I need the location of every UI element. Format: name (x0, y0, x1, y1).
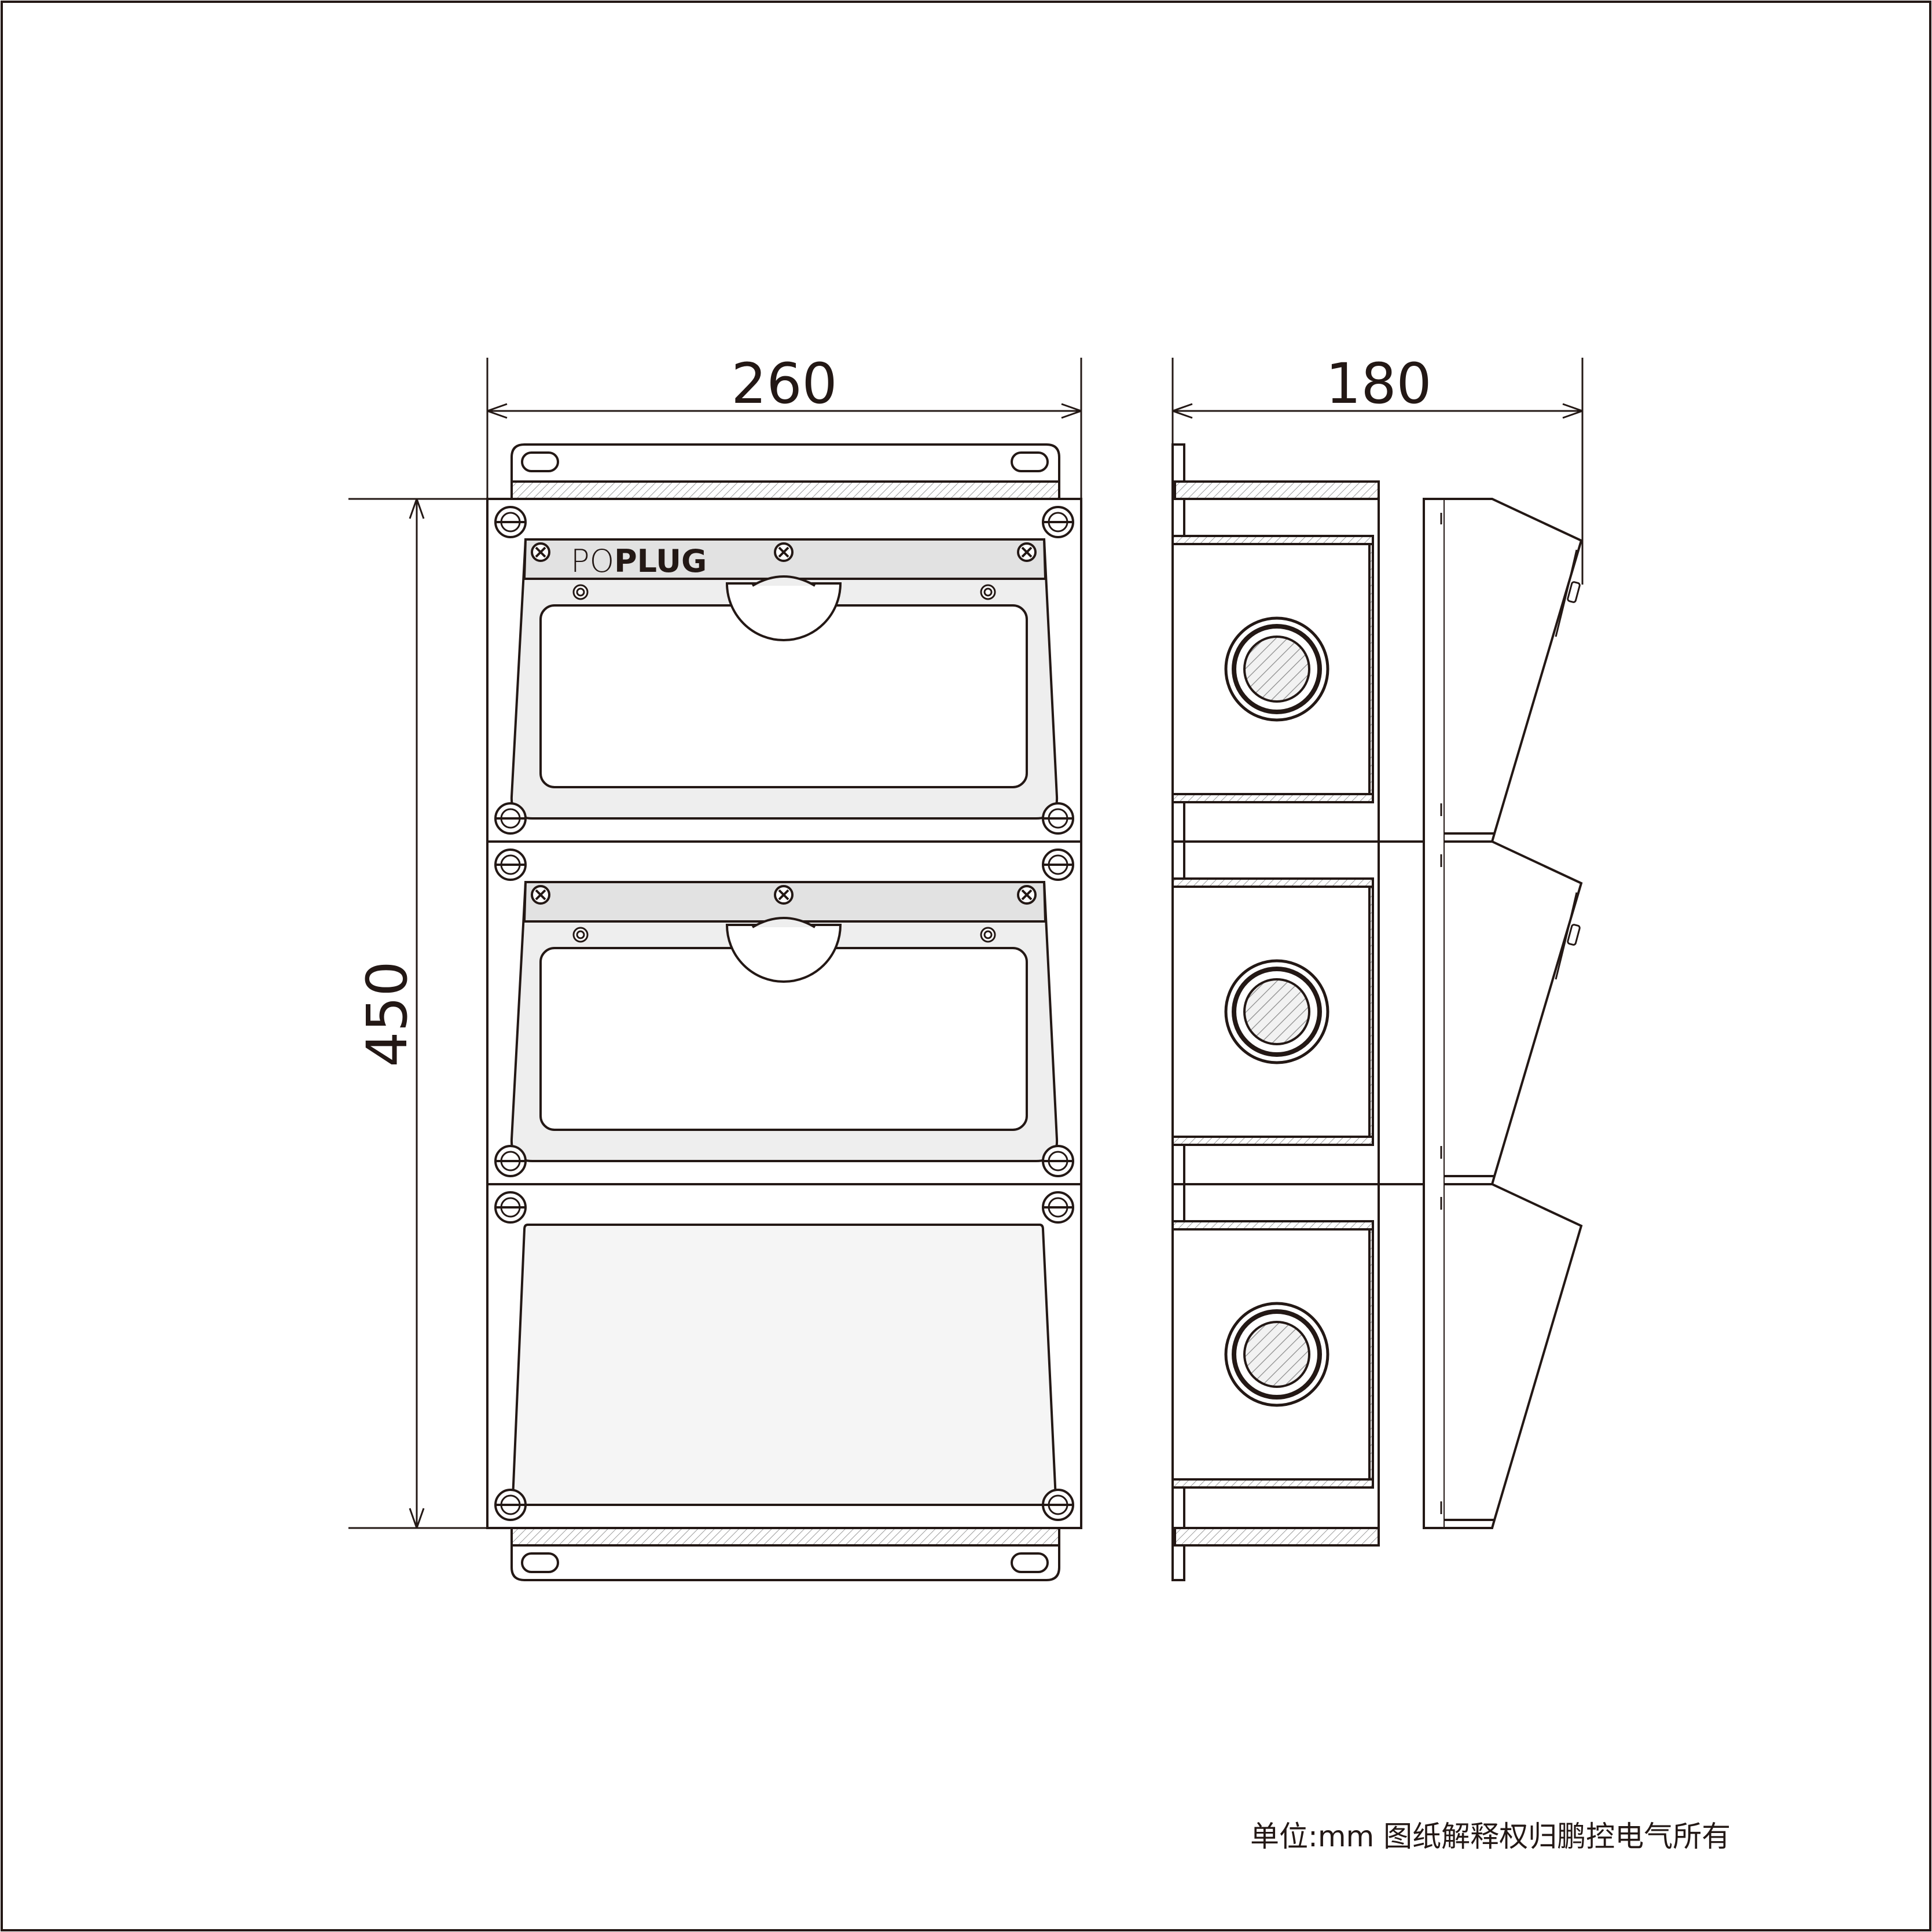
top-left-slot (521, 451, 559, 472)
width-dimension-label: 260 (731, 351, 837, 416)
top-right-slot (1011, 451, 1049, 472)
side-cable-gland-1 (1224, 616, 1329, 722)
side-view (1171, 443, 1583, 1581)
brand-logo: POPLUG (571, 543, 707, 579)
dimension-lines (348, 358, 1584, 1529)
module-2-latch (725, 924, 842, 983)
bottom-bracket-hatch (510, 1527, 1060, 1547)
height-dimension-label: 450 (355, 961, 420, 1067)
bottom-left-slot (521, 1552, 559, 1573)
top-bracket-hatch (510, 480, 1060, 500)
footer-note: 单位:mm 图纸解释权归鹏控电气所有 (1250, 1820, 1731, 1853)
module-1-window-cover (510, 538, 1059, 820)
brand-suffix: PLUG (614, 543, 707, 579)
bottom-right-slot (1011, 1552, 1049, 1573)
side-bottom-hatch (1174, 1527, 1380, 1547)
side-cover-profile-3 (1445, 1183, 1583, 1529)
side-top-hatch (1174, 480, 1380, 500)
side-cover-profile-2 (1445, 840, 1583, 1185)
side-cable-gland-3 (1224, 1302, 1329, 1407)
front-view (486, 443, 1082, 1581)
module-2-window-cover (510, 881, 1059, 1162)
side-cover-profile-1 (1445, 498, 1583, 843)
side-hinge-column (1423, 498, 1446, 1529)
module-1-latch (725, 582, 842, 641)
side-cable-gland-2 (1224, 959, 1329, 1064)
brand-prefix: PO (571, 543, 614, 579)
depth-dimension-label: 180 (1325, 351, 1431, 416)
module-3-blank-cover (511, 1224, 1057, 1506)
